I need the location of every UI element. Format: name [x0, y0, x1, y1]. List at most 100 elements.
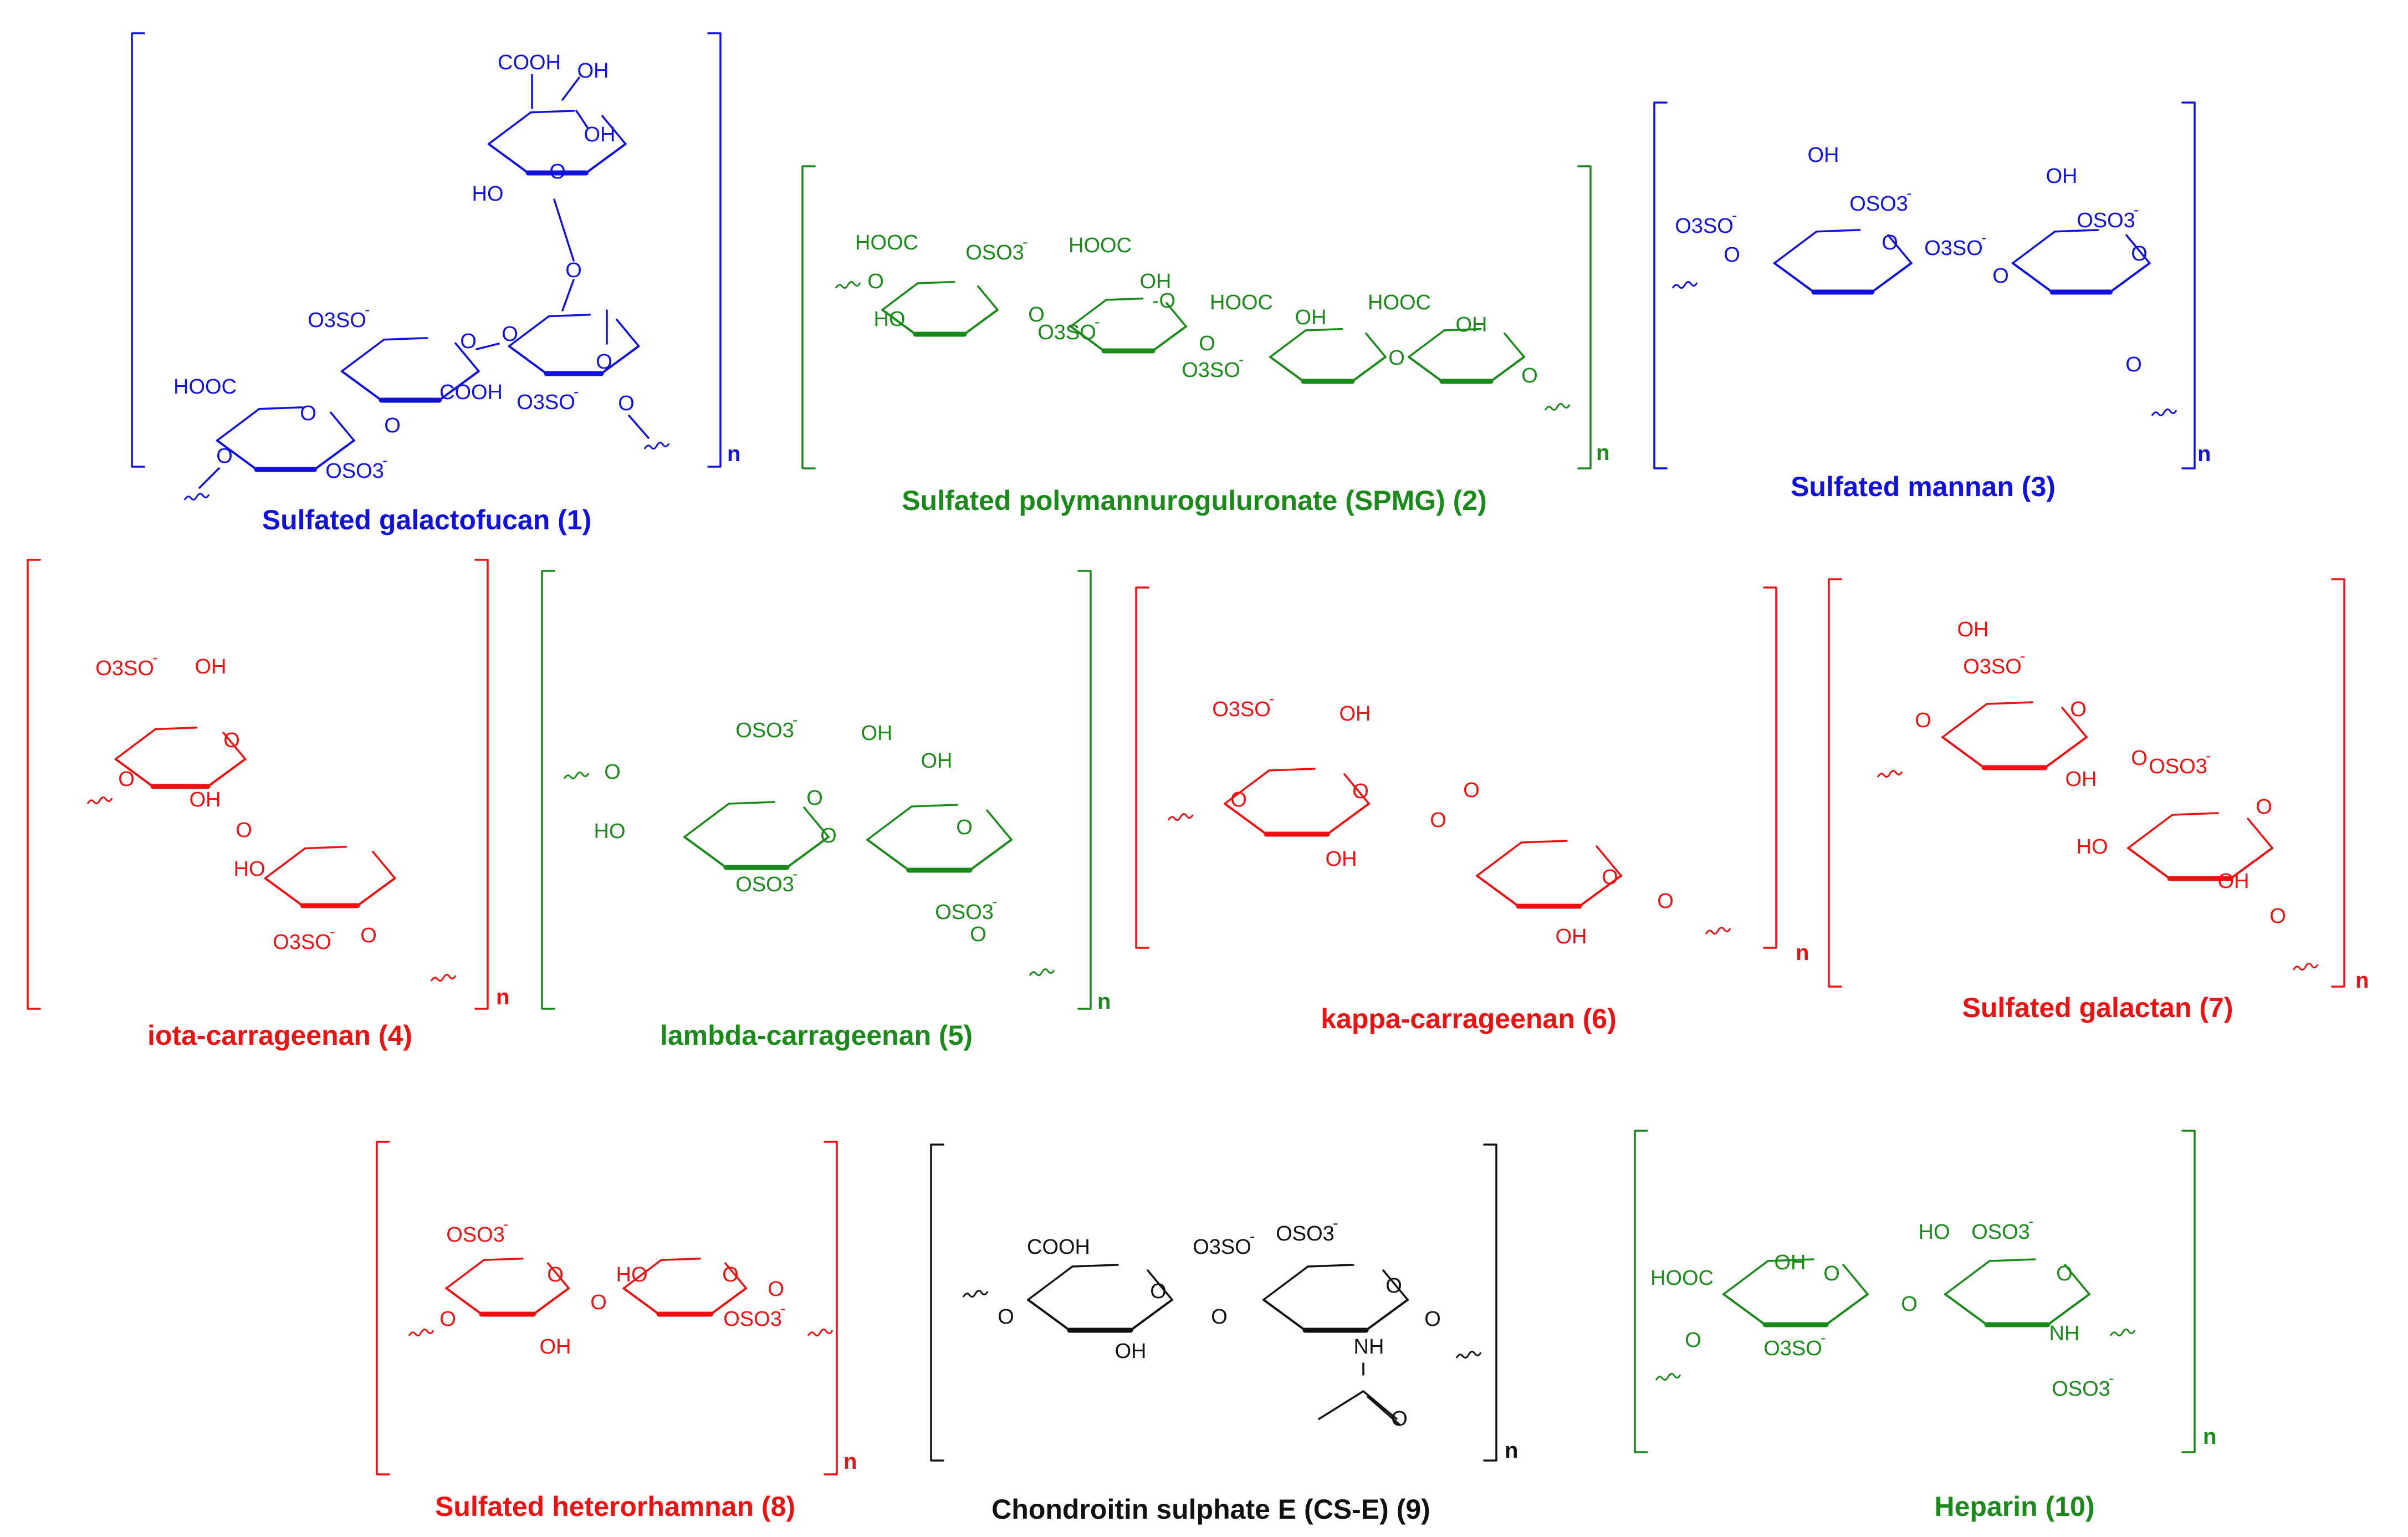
atom-label: O [768, 1278, 784, 1301]
bond [1504, 332, 1525, 358]
atom-label: O [1657, 890, 1674, 913]
bond [1722, 1293, 1766, 1326]
bond [2127, 847, 2171, 880]
atom-label: OH [2218, 870, 2249, 893]
bond [1986, 701, 2033, 705]
atom-label: Sulfated galactan (7) [1962, 992, 2233, 1023]
wavy-bond-icon [1671, 281, 1698, 289]
atom-label: lambda-carrageenan (5) [660, 1020, 973, 1051]
atom-label: O [223, 729, 240, 752]
bond [532, 1287, 570, 1315]
wavy-bond-icon [962, 1290, 989, 1298]
bond [1653, 101, 1668, 469]
atom-label: HO [594, 820, 626, 843]
charge-sign: - [992, 893, 997, 910]
bond [1268, 768, 1316, 772]
bond [541, 570, 555, 1010]
bond [724, 1262, 747, 1289]
atom-label: O [502, 323, 518, 346]
sulfate-label: O3SO [1675, 215, 1734, 238]
bond [2247, 818, 2273, 849]
bond [131, 32, 145, 468]
sulfate-label: O3SO [517, 391, 575, 414]
bond [114, 758, 154, 788]
charge-sign: - [152, 649, 157, 666]
bond [154, 727, 198, 731]
sulfate-label: O3SO [1924, 237, 1983, 260]
bond [1825, 1293, 1869, 1326]
bond [1343, 773, 1370, 805]
charge-sign: - [1239, 351, 1244, 368]
bond [1070, 325, 1105, 352]
bond [1224, 769, 1270, 805]
bond [2054, 229, 2099, 233]
bond [114, 728, 157, 760]
charge-sign: - [1269, 690, 1274, 707]
bond [376, 1141, 390, 1475]
bond [330, 411, 355, 442]
charge-sign: - [574, 383, 579, 400]
sulfate-label: OSO3 [2149, 755, 2207, 778]
bond [548, 314, 591, 318]
wavy-bond-icon [408, 1329, 434, 1336]
atom-label: O [460, 330, 477, 353]
bond [1129, 1299, 1173, 1331]
bond [622, 1287, 660, 1315]
bond [445, 1287, 483, 1315]
atom-label: HOOC [855, 231, 918, 254]
atom-label: Sulfated galactofucan (1) [262, 504, 592, 535]
bond [2061, 707, 2088, 738]
atom-label: OH [2046, 165, 2078, 188]
bond [2171, 812, 2219, 816]
atom-label: OH [1115, 1340, 1147, 1363]
sulfate-label: OSO3 [1276, 1222, 1335, 1245]
bond [372, 851, 396, 880]
atom-label: n [496, 985, 509, 1009]
bond [2331, 578, 2345, 988]
wavy-bond-icon [86, 796, 113, 804]
charge-sign: - [365, 301, 370, 318]
atom-label: Sulfated polymannuroguluronate (SPMG) (2… [902, 485, 1487, 516]
sulfate-label: O3SO [1037, 321, 1096, 344]
bond [911, 804, 958, 808]
atom-label: OH [1775, 1251, 1806, 1274]
atom-label: OH [1957, 618, 1989, 641]
bond [930, 1143, 944, 1462]
bond [1490, 356, 1525, 382]
atom-label: O [1882, 231, 1898, 254]
bond [222, 732, 247, 760]
atom-label: O [1915, 709, 1931, 732]
bond [1305, 328, 1343, 331]
bond [198, 467, 220, 489]
sulfate-label: OSO3 [446, 1223, 505, 1247]
wavy-bond-icon [1167, 813, 1194, 821]
sulfate-label: OSO3 [735, 719, 794, 742]
bond [628, 415, 650, 439]
atom-label: NH [1354, 1335, 1384, 1359]
atom-label: HO [472, 182, 504, 206]
atom-label: O [549, 160, 566, 183]
atom-label: OH [861, 722, 893, 745]
bond [2064, 1264, 2090, 1295]
atom-label: HOOC [1068, 234, 1132, 257]
bond [963, 309, 999, 335]
bond [616, 319, 640, 348]
bond [1634, 1130, 1648, 1453]
bond [969, 839, 1013, 871]
atom-label: Sulfated mannan (3) [1791, 471, 2056, 502]
charge-sign: - [1095, 313, 1100, 330]
bond [707, 32, 722, 468]
charge-sign: - [793, 865, 797, 882]
atom-label: O [956, 816, 973, 839]
bond [264, 877, 304, 907]
atom-label: OH [1295, 306, 1327, 329]
atom-label: O [360, 924, 377, 947]
bond [27, 559, 41, 1010]
bond [866, 805, 913, 841]
bond [2011, 262, 2053, 293]
wavy-bond-icon [563, 772, 590, 779]
atom-label: O [820, 824, 837, 847]
